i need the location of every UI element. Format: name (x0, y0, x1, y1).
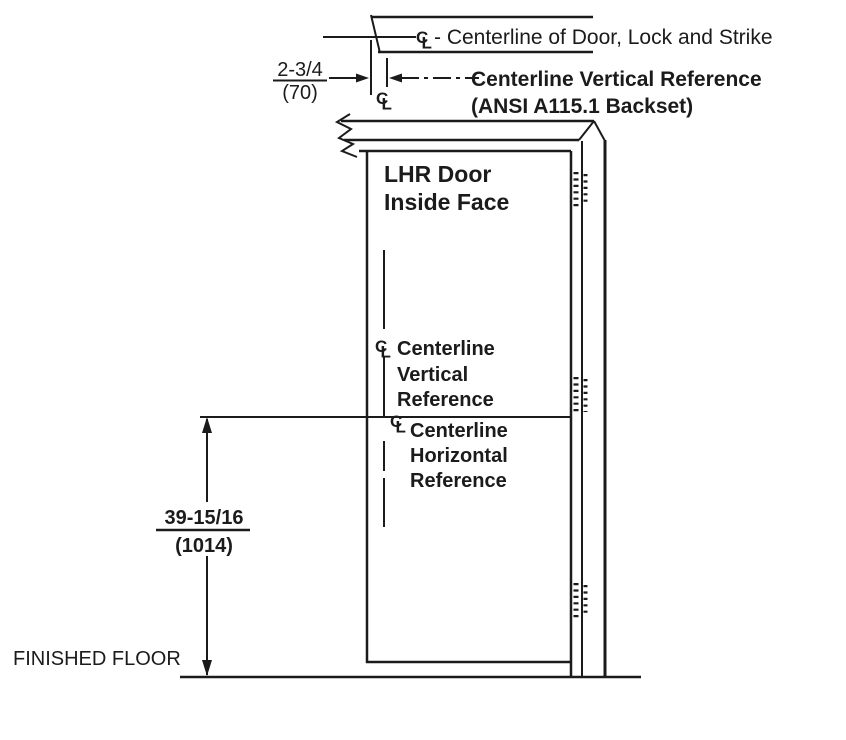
vertical-ref-label-line1: Centerline (397, 338, 495, 360)
door-face-label-line2: Inside Face (384, 189, 509, 215)
break-mark-zigzag (334, 113, 358, 158)
centerline-symbol: C L (416, 28, 432, 53)
backset-dim-inches: 2-3/4 (277, 59, 323, 81)
plan-vertical-ref-label-line2: (ANSI A115.1 Backset) (471, 95, 693, 118)
hinge-prep-dots-top (573, 172, 588, 207)
plan-door-centerline-label: - Centerline of Door, Lock and Strike (434, 26, 773, 49)
centerline-symbol-c: C (390, 412, 402, 431)
height-dim-inches: 39-15/16 (165, 507, 244, 529)
plan-vertical-ref-label-line1: Centerline Vertical Reference (471, 68, 762, 91)
vertical-ref-label-line3: Reference (397, 389, 494, 411)
horizontal-ref-label-line2: Horizontal (410, 445, 508, 467)
hinge-prep-dots-bottom (573, 583, 588, 618)
backset-arrow-right-head (356, 73, 369, 83)
centerline-symbol: C L (376, 89, 392, 114)
horizontal-ref-label-line3: Reference (410, 470, 507, 492)
centerline-symbol-c: C (376, 89, 388, 108)
height-dim-mm: (1014) (175, 535, 233, 557)
plan-door-bevel-line (370, 14, 381, 54)
frame-corner-diagonal (593, 120, 606, 142)
centerline-symbol-l: L (382, 95, 392, 114)
header-corner-diagonal (578, 120, 595, 141)
vertical-ref-label-line2: Vertical (397, 364, 468, 386)
lock-prep-dots-middle (573, 377, 588, 414)
centerline-symbol-l: L (422, 34, 432, 53)
centerline-symbol-l: L (396, 418, 406, 437)
horizontal-ref-label-line1: Centerline (410, 420, 508, 442)
centerline-symbol: C L (375, 337, 391, 362)
finished-floor-label: FINISHED FLOOR (13, 648, 181, 670)
backset-arrow-left-head (389, 73, 402, 83)
height-dim-arrow-down (202, 660, 212, 676)
centerline-symbol-c: C (375, 337, 387, 356)
height-dim-arrow-up (202, 417, 212, 433)
door-face-label-line1: LHR Door (384, 161, 491, 187)
centerline-symbol-l: L (381, 343, 391, 362)
backset-dim-mm: (70) (282, 82, 318, 104)
centerline-symbol: C L (390, 412, 406, 437)
centerline-symbol-c: C (416, 28, 428, 47)
